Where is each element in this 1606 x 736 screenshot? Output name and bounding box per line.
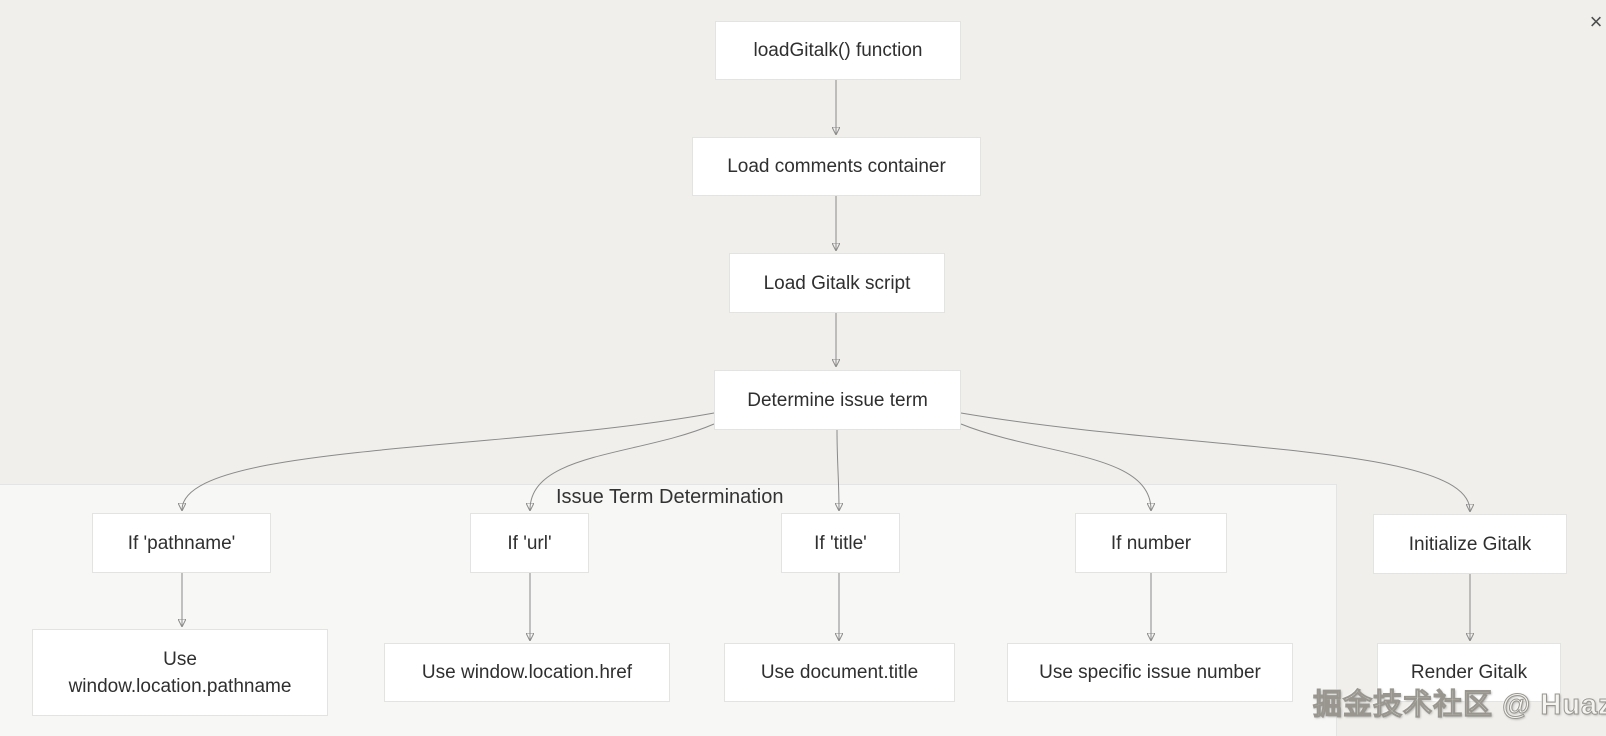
edge-D-E	[182, 412, 715, 510]
node-loadgitalk-function: loadGitalk() function	[715, 21, 961, 80]
node-use-document-title: Use document.title	[724, 643, 955, 702]
subgraph-label: Issue Term Determination	[556, 486, 784, 508]
edge-D-H	[960, 423, 1151, 510]
node-if-url: If 'url'	[470, 513, 589, 573]
node-load-gitalk-script: Load Gitalk script	[729, 253, 945, 313]
node-if-title: If 'title'	[781, 513, 900, 573]
node-use-window-location-pathname: Use window.location.pathname	[32, 629, 328, 716]
node-initialize-gitalk: Initialize Gitalk	[1373, 514, 1567, 574]
node-determine-issue-term: Determine issue term	[714, 370, 961, 430]
node-use-window-location-href: Use window.location.href	[384, 643, 670, 702]
edge-D-I	[960, 412, 1470, 511]
node-use-specific-issue-number: Use specific issue number	[1007, 643, 1293, 702]
node-load-comments-container: Load comments container	[692, 137, 981, 196]
node-render-gitalk: Render Gitalk	[1377, 643, 1561, 702]
node-if-pathname: If 'pathname'	[92, 513, 271, 573]
close-icon[interactable]: ×	[1589, 9, 1603, 34]
edge-D-G	[837, 429, 839, 510]
edge-D-F	[530, 423, 715, 510]
watermark: 掘金技术社区 @ Huazie	[1313, 689, 1606, 722]
node-if-number: If number	[1075, 513, 1227, 573]
